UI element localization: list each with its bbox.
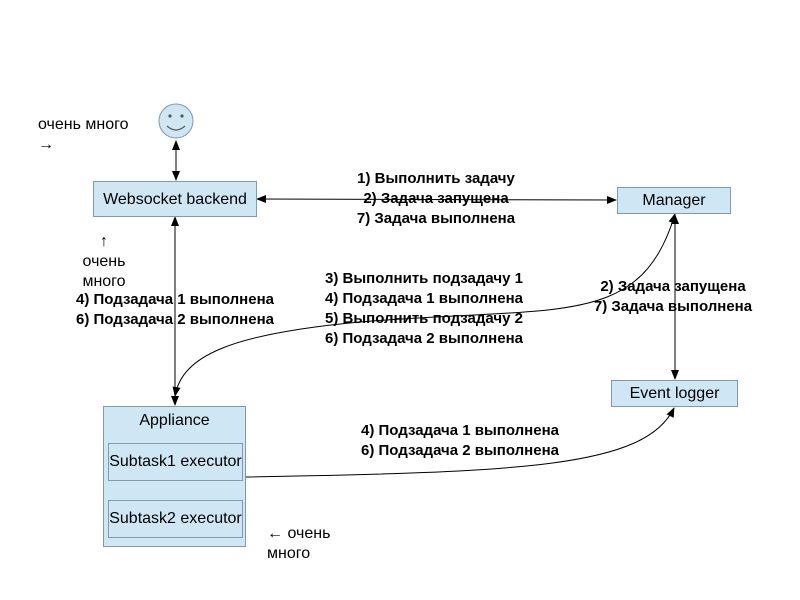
- subtask1-executor-node: Subtask1 executor: [108, 443, 243, 481]
- note-line: очень: [82, 253, 126, 270]
- manager-label: Manager: [642, 192, 706, 209]
- smiley-user-icon: [158, 103, 194, 139]
- message-line: 7) Задача выполнена: [593, 298, 753, 315]
- arrow-manager-appliance: [172, 213, 677, 397]
- note-line: много: [82, 273, 126, 290]
- message-line: 6) Подзадача 2 выполнена: [325, 330, 523, 347]
- messages-manager-logger: 2) Задача запущена 7) Задача выполнена: [573, 277, 773, 317]
- message-line: 4) Подзадача 1 выполнена: [325, 290, 523, 307]
- arrow-backend-manager: [256, 195, 617, 204]
- arrow-appliance-logger: [244, 407, 675, 478]
- message-line: 7) Задача выполнена: [356, 210, 516, 227]
- appliance-node: Appliance Subtask1 executor Subtask2 exe…: [103, 406, 246, 547]
- subtask2-executor-node: Subtask2 executor: [108, 500, 243, 538]
- note-line: очень много: [38, 116, 129, 133]
- subtask2-executor-label: Subtask2 executor: [109, 510, 242, 527]
- note-subtask-many: ← очень много: [267, 524, 330, 564]
- appliance-label: Appliance: [139, 412, 210, 429]
- messages-appliance-logger: 4) Подзадача 1 выполнена 6) Подзадача 2 …: [335, 421, 585, 461]
- websocket-backend-node: Websocket backend: [93, 181, 257, 217]
- message-line: 6) Подзадача 2 выполнена: [76, 311, 274, 328]
- note-user-many: очень много →: [38, 115, 129, 155]
- messages-backend-appliance: 4) Подзадача 1 выполнена 6) Подзадача 2 …: [50, 290, 300, 330]
- message-line: 3) Выполнить подзадачу 1: [325, 270, 523, 287]
- event-logger-label: Event logger: [629, 385, 720, 402]
- note-line: →: [38, 136, 54, 153]
- note-backend-many: ↑ очень много: [74, 232, 134, 292]
- message-line: 4) Подзадача 1 выполнена: [361, 422, 559, 439]
- message-line: 5) Выполнить подзадачу 2: [325, 310, 523, 327]
- note-line: ← очень: [267, 525, 331, 542]
- message-line: 6) Подзадача 2 выполнена: [361, 442, 559, 459]
- websocket-backend-label: Websocket backend: [103, 191, 247, 208]
- message-line: 2) Задача запущена: [363, 190, 509, 207]
- subtask1-executor-label: Subtask1 executor: [109, 453, 242, 470]
- messages-backend-manager: 1) Выполнить задачу 2) Задача запущена 7…: [326, 169, 546, 229]
- message-line: 4) Подзадача 1 выполнена: [76, 291, 274, 308]
- messages-manager-appliance: 3) Выполнить подзадачу 1 4) Подзадача 1 …: [299, 269, 549, 349]
- message-line: 2) Задача запущена: [600, 278, 746, 295]
- event-logger-node: Event logger: [611, 380, 738, 407]
- note-line: много: [267, 545, 311, 562]
- message-line: 1) Выполнить задачу: [357, 170, 515, 187]
- manager-node: Manager: [617, 187, 731, 214]
- note-line: ↑: [100, 233, 108, 250]
